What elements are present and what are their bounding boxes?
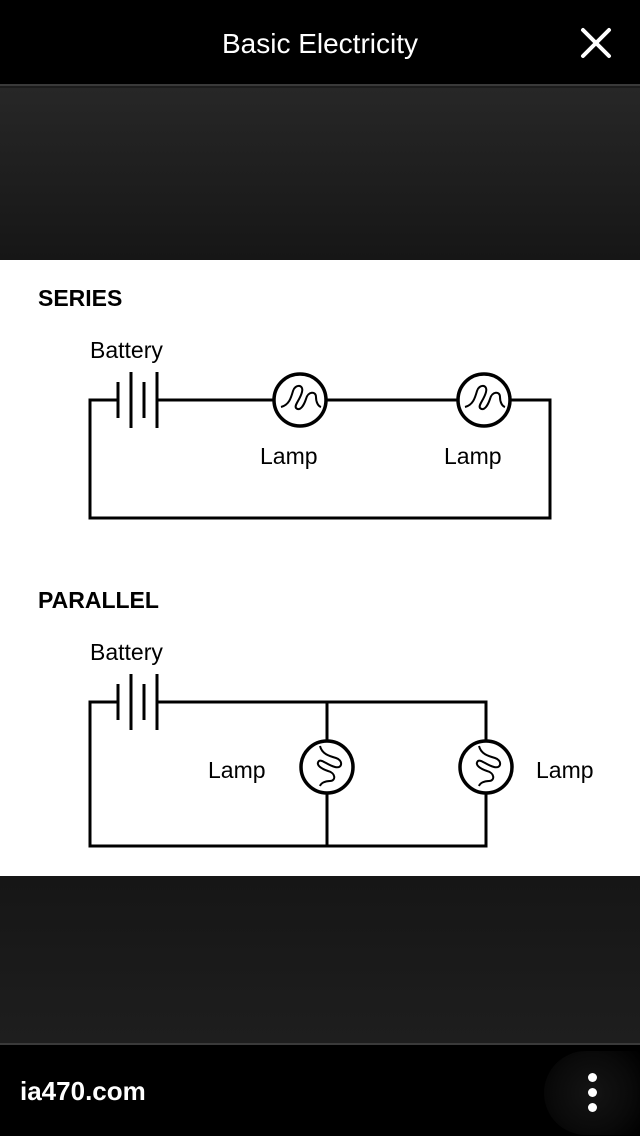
close-icon bbox=[581, 28, 611, 58]
parallel-lamp-1-label: Lamp bbox=[208, 757, 266, 783]
more-options-button[interactable] bbox=[544, 1051, 640, 1135]
series-lamp-2-label: Lamp bbox=[444, 443, 502, 469]
parallel-lamp-2 bbox=[458, 739, 514, 795]
series-battery-symbol bbox=[116, 372, 159, 428]
viewer-background-bottom bbox=[0, 876, 640, 1044]
top-bar: Basic Electricity bbox=[0, 0, 640, 86]
page-title: Basic Electricity bbox=[221, 28, 419, 59]
parallel-heading: PARALLEL bbox=[38, 587, 159, 613]
parallel-lamp-2-label: Lamp bbox=[536, 757, 594, 783]
bottom-bar: ia470.com bbox=[0, 1043, 640, 1136]
parallel-lamp-1 bbox=[299, 739, 355, 795]
series-battery-label: Battery bbox=[90, 337, 163, 363]
source-link[interactable]: ia470.com bbox=[20, 1076, 146, 1106]
parallel-circuit-wires bbox=[88, 700, 488, 848]
series-lamp-2 bbox=[456, 372, 512, 428]
series-heading: SERIES bbox=[38, 285, 122, 311]
series-circuit-wires bbox=[88, 398, 552, 520]
parallel-battery-symbol bbox=[116, 674, 159, 730]
series-lamp-1 bbox=[272, 372, 328, 428]
circuit-diagram-image[interactable]: SERIES Battery Lamp Lam bbox=[0, 260, 640, 876]
parallel-battery-label: Battery bbox=[90, 639, 163, 665]
viewer-background-top bbox=[0, 88, 640, 260]
circuit-diagram: SERIES Battery Lamp Lam bbox=[38, 285, 594, 848]
series-lamp-1-label: Lamp bbox=[260, 443, 318, 469]
close-button[interactable] bbox=[574, 21, 618, 65]
